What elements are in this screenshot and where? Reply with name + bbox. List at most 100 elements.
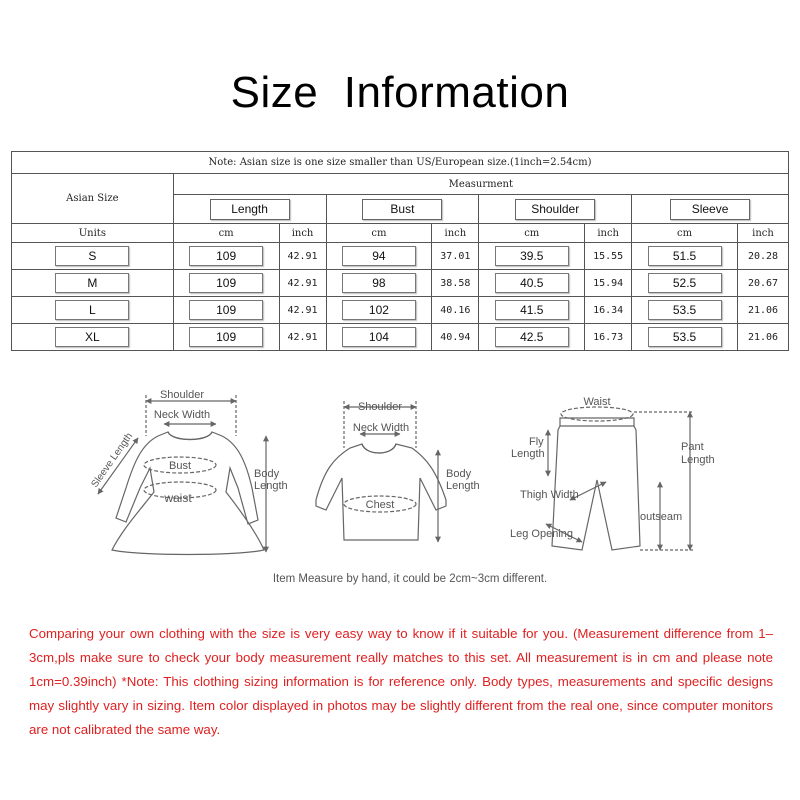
sleeve-cm-value: 52.5 bbox=[647, 273, 722, 293]
shoulder-cm-value: 42.5 bbox=[494, 327, 569, 347]
table-row: M 109 42.91 98 38.58 40.5 15.94 52.5 20.… bbox=[11, 269, 789, 297]
length-inch-value: 42.91 bbox=[278, 269, 327, 297]
table-note: Note: Asian size is one size smaller tha… bbox=[11, 151, 789, 174]
pants-diagram bbox=[545, 406, 694, 551]
unit-cm: cm bbox=[478, 223, 586, 243]
pants-length-label-2: Length bbox=[681, 454, 715, 466]
sleeve-header: Sleeve bbox=[631, 194, 789, 224]
dress-bust-ellipse bbox=[143, 456, 217, 474]
size-value: XL bbox=[55, 327, 130, 347]
top-shoulder-label: Shoulder bbox=[358, 401, 402, 413]
length-header: Length bbox=[172, 194, 327, 224]
length-inch-value: 42.91 bbox=[278, 242, 327, 270]
sleeve-cm-value: 53.5 bbox=[647, 327, 722, 347]
shoulder-inch-value: 15.55 bbox=[584, 242, 633, 270]
pants-thigh-width-label: Thigh Width bbox=[520, 489, 579, 501]
bust-inch-value: 38.58 bbox=[431, 269, 480, 297]
length-inch-value: 42.91 bbox=[278, 323, 327, 351]
shoulder-cm-cell: 39.5 bbox=[478, 242, 586, 270]
measure-caption: Item Measure by hand, it could be 2cm~3c… bbox=[273, 573, 547, 585]
unit-inch: inch bbox=[737, 223, 789, 243]
shoulder-inch-value: 16.73 bbox=[584, 323, 633, 351]
sleeve-cm-cell: 53.5 bbox=[631, 296, 738, 324]
unit-inch: inch bbox=[584, 223, 633, 243]
measurement-header: Measurment bbox=[172, 173, 790, 195]
length-cm-cell: 109 bbox=[172, 242, 280, 270]
dress-body-length-label-1: Body bbox=[254, 468, 280, 480]
dress-neck-width-label: Neck Width bbox=[154, 409, 210, 421]
unit-cm: cm bbox=[631, 223, 738, 243]
table-row: L 109 42.91 102 40.16 41.5 16.34 53.5 21… bbox=[11, 296, 789, 324]
pants-fly-label-1: Fly bbox=[529, 436, 544, 448]
shoulder-inch-value: 16.34 bbox=[584, 296, 633, 324]
sleeve-inch-value: 21.06 bbox=[737, 323, 789, 351]
shoulder-inch-value: 15.94 bbox=[584, 269, 633, 297]
size-cell: XL bbox=[11, 323, 174, 351]
shoulder-cm-value: 40.5 bbox=[494, 273, 569, 293]
bust-cm-value: 98 bbox=[341, 273, 416, 293]
pants-leg-opening-arrow bbox=[545, 523, 583, 543]
size-cell: S bbox=[11, 242, 174, 270]
sleeve-cm-cell: 52.5 bbox=[631, 269, 738, 297]
dress-waist-label: waist bbox=[163, 491, 192, 505]
bust-cm-value: 104 bbox=[341, 327, 416, 347]
top-chest-label: Chest bbox=[366, 499, 395, 511]
table-row: XL 109 42.91 104 40.94 42.5 16.73 53.5 2… bbox=[11, 323, 789, 351]
length-cm-cell: 109 bbox=[172, 269, 280, 297]
dress-shoulder-label: Shoulder bbox=[160, 389, 204, 401]
sleeve-inch-value: 20.28 bbox=[737, 242, 789, 270]
sleeve-cm-value: 51.5 bbox=[647, 246, 722, 266]
bust-cm-cell: 102 bbox=[325, 296, 433, 324]
pants-waist-ellipse bbox=[560, 406, 634, 422]
top-neckline bbox=[361, 443, 397, 454]
length-inch-value: 42.91 bbox=[278, 296, 327, 324]
dress-neckline bbox=[167, 431, 213, 441]
shoulder-header-label: Shoulder bbox=[515, 198, 596, 220]
size-value: M bbox=[55, 273, 130, 293]
length-cm-value: 109 bbox=[189, 300, 264, 320]
top-body-length-label-2: Length bbox=[446, 480, 480, 492]
dress-bust-label: Bust bbox=[169, 460, 191, 472]
sleeve-cm-cell: 53.5 bbox=[631, 323, 738, 351]
shoulder-cm-cell: 41.5 bbox=[478, 296, 586, 324]
unit-cm: cm bbox=[172, 223, 280, 243]
shoulder-cm-cell: 42.5 bbox=[478, 323, 586, 351]
bust-cm-cell: 98 bbox=[325, 269, 433, 297]
dress-body-length-label-2: Length bbox=[254, 480, 288, 492]
shoulder-cm-value: 39.5 bbox=[494, 246, 569, 266]
bust-cm-cell: 94 bbox=[325, 242, 433, 270]
pants-thigh-arrow bbox=[569, 481, 607, 501]
shoulder-cm-cell: 40.5 bbox=[478, 269, 586, 297]
measurement-diagrams: Shoulder Neck Width Sleeve Length Bust w… bbox=[89, 389, 715, 585]
unit-inch: inch bbox=[431, 223, 480, 243]
top-body-length-label-1: Body bbox=[446, 468, 472, 480]
bust-cm-value: 94 bbox=[341, 246, 416, 266]
shoulder-cm-value: 41.5 bbox=[494, 300, 569, 320]
dress-sleeve-arrow bbox=[97, 437, 139, 495]
bust-cm-value: 102 bbox=[341, 300, 416, 320]
bust-header-label: Bust bbox=[362, 198, 443, 220]
pants-outline bbox=[551, 417, 641, 551]
sizing-notice: Comparing your own clothing with the siz… bbox=[29, 626, 773, 737]
sleeve-header-label: Sleeve bbox=[670, 198, 751, 220]
size-table: Note: Asian size is one size smaller tha… bbox=[11, 151, 790, 351]
bust-inch-value: 40.94 bbox=[431, 323, 480, 351]
size-value: S bbox=[55, 246, 130, 266]
top-diagram bbox=[315, 401, 447, 543]
bust-inch-value: 37.01 bbox=[431, 242, 480, 270]
sleeve-inch-value: 20.67 bbox=[737, 269, 789, 297]
pants-length-label-1: Pant bbox=[681, 441, 704, 453]
pants-outseam-label: outseam bbox=[640, 511, 682, 523]
dress-waist-ellipse bbox=[143, 481, 217, 499]
length-header-label: Length bbox=[209, 198, 290, 220]
shoulder-header: Shoulder bbox=[478, 194, 633, 224]
size-value: L bbox=[55, 300, 130, 320]
sleeve-cm-cell: 51.5 bbox=[631, 242, 738, 270]
length-cm-value: 109 bbox=[189, 273, 264, 293]
sleeve-cm-value: 53.5 bbox=[647, 300, 722, 320]
bust-header: Bust bbox=[325, 194, 480, 224]
top-chest-ellipse bbox=[343, 495, 417, 513]
pants-waist-label: Waist bbox=[583, 396, 610, 408]
bust-inch-value: 40.16 bbox=[431, 296, 480, 324]
pants-leg-opening-label: Leg Opening bbox=[510, 528, 573, 540]
